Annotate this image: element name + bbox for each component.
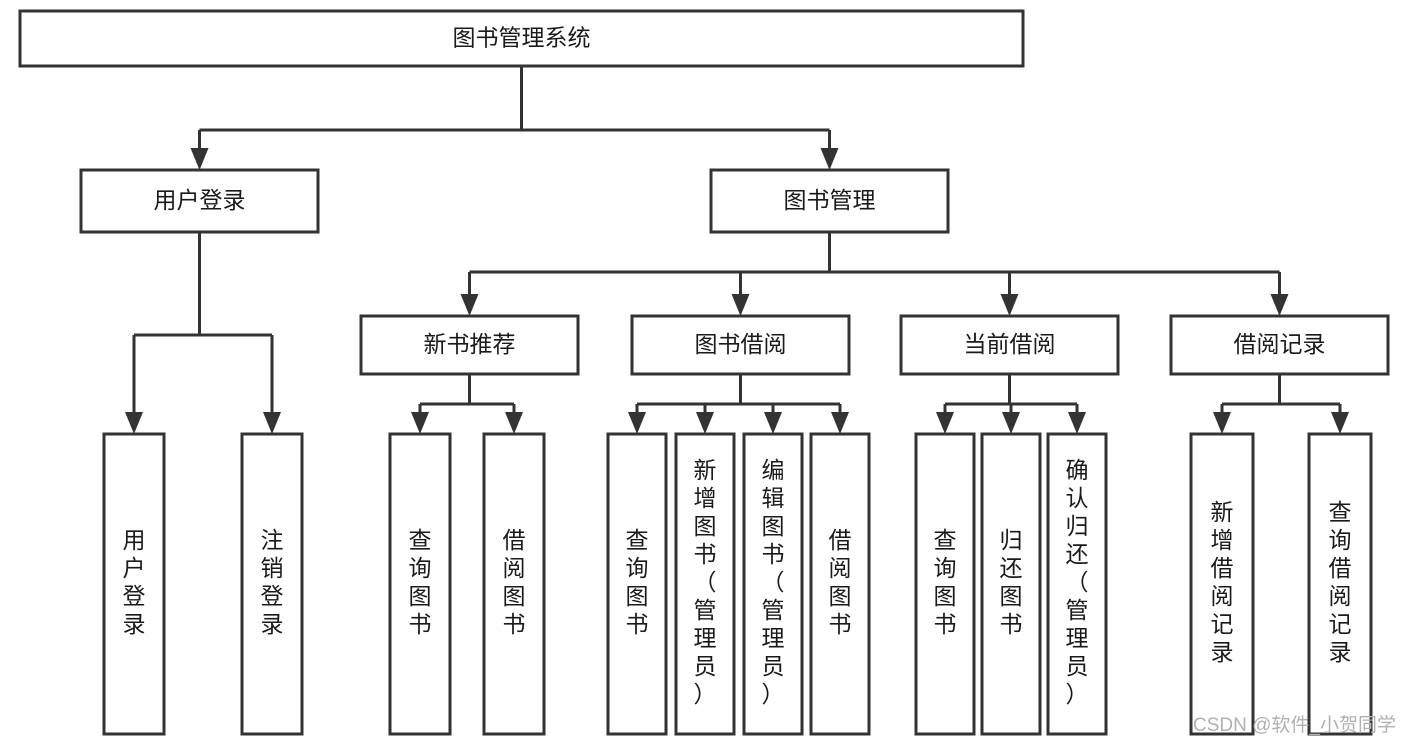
node-label-leaf-query-book-3: 查询图书 bbox=[934, 527, 957, 637]
node-boxes-layer: 图书管理系统用户登录图书管理新书推荐图书借阅当前借阅借阅记录用户登录注销登录查询… bbox=[18, 9, 1390, 736]
node-leaf-query-book-1[interactable]: 查询图书 bbox=[388, 432, 452, 736]
node-label-leaf-add-record: 新增借阅记录 bbox=[1211, 499, 1234, 665]
node-leaf-user-login[interactable]: 用户登录 bbox=[102, 432, 166, 736]
node-label-borrow-record: 借阅记录 bbox=[1234, 331, 1326, 357]
node-box-leaf-confirm-return[interactable] bbox=[1046, 432, 1108, 736]
node-box-leaf-query-record[interactable] bbox=[1307, 432, 1373, 736]
node-label-book-borrow: 图书借阅 bbox=[695, 331, 787, 357]
node-label-leaf-user-login: 用户登录 bbox=[123, 527, 146, 637]
connector-edge-currentborrow-children bbox=[936, 374, 1086, 434]
node-label-book-manage: 图书管理 bbox=[784, 187, 876, 213]
node-label-leaf-edit-book: 编辑图书（管理员） bbox=[762, 457, 785, 707]
node-leaf-query-book-3[interactable]: 查询图书 bbox=[914, 432, 976, 736]
node-label-leaf-borrow-book-2: 借阅图书 bbox=[829, 527, 852, 637]
node-label-user-login: 用户登录 bbox=[154, 187, 246, 213]
node-box-book-borrow[interactable] bbox=[630, 314, 851, 376]
node-book-manage[interactable]: 图书管理 bbox=[709, 168, 950, 234]
node-label-current-borrow: 当前借阅 bbox=[964, 331, 1056, 357]
node-box-book-manage[interactable] bbox=[709, 168, 950, 234]
node-label-leaf-return-book: 归还图书 bbox=[1000, 527, 1023, 637]
node-label-new-book-rec: 新书推荐 bbox=[424, 331, 516, 357]
node-leaf-query-book-2[interactable]: 查询图书 bbox=[606, 432, 668, 736]
node-label-leaf-logout: 注销登录 bbox=[261, 527, 284, 637]
node-box-leaf-query-book-2[interactable] bbox=[606, 432, 668, 736]
node-leaf-add-record[interactable]: 新增借阅记录 bbox=[1189, 432, 1255, 736]
node-label-leaf-confirm-return: 确认归还（管理员） bbox=[1066, 457, 1089, 707]
node-leaf-borrow-book-1[interactable]: 借阅图书 bbox=[482, 432, 546, 736]
node-user-login[interactable]: 用户登录 bbox=[79, 168, 320, 234]
connector-edge-newbook-children bbox=[411, 374, 523, 434]
csdn-watermark: CSDN @软件_小贺同学 bbox=[1193, 714, 1396, 736]
node-box-leaf-return-book[interactable] bbox=[980, 432, 1042, 736]
node-label-leaf-query-book-1: 查询图书 bbox=[409, 527, 432, 637]
connector-edge-borrowrecord-children bbox=[1213, 374, 1349, 434]
node-leaf-query-record[interactable]: 查询借阅记录 bbox=[1307, 432, 1373, 736]
node-book-borrow[interactable]: 图书借阅 bbox=[630, 314, 851, 376]
node-box-leaf-add-book[interactable] bbox=[674, 432, 736, 736]
node-box-leaf-query-book-1[interactable] bbox=[388, 432, 452, 736]
node-box-leaf-user-login[interactable] bbox=[102, 432, 166, 736]
node-label-leaf-query-book-2: 查询图书 bbox=[626, 527, 649, 637]
node-box-current-borrow[interactable] bbox=[899, 314, 1120, 376]
node-leaf-confirm-return[interactable]: 确认归还（管理员） bbox=[1046, 432, 1108, 736]
connector-edge-bookmanage-children bbox=[460, 232, 1289, 316]
node-box-leaf-edit-book[interactable] bbox=[742, 432, 804, 736]
node-leaf-add-book[interactable]: 新增图书（管理员） bbox=[674, 432, 736, 736]
node-new-book-rec[interactable]: 新书推荐 bbox=[359, 314, 580, 376]
node-box-borrow-record[interactable] bbox=[1169, 314, 1390, 376]
node-box-new-book-rec[interactable] bbox=[359, 314, 580, 376]
node-box-leaf-add-record[interactable] bbox=[1189, 432, 1255, 736]
connector-edges-layer bbox=[125, 66, 1349, 434]
node-box-leaf-borrow-book-2[interactable] bbox=[809, 432, 871, 736]
node-box-root[interactable] bbox=[18, 9, 1025, 68]
connector-edge-root-children bbox=[190, 66, 839, 170]
node-leaf-return-book[interactable]: 归还图书 bbox=[980, 432, 1042, 736]
node-current-borrow[interactable]: 当前借阅 bbox=[899, 314, 1120, 376]
node-root[interactable]: 图书管理系统 bbox=[18, 9, 1025, 68]
connector-edge-bookborrow-children bbox=[628, 374, 849, 434]
node-leaf-logout[interactable]: 注销登录 bbox=[240, 432, 304, 736]
node-borrow-record[interactable]: 借阅记录 bbox=[1169, 314, 1390, 376]
node-label-leaf-borrow-book-1: 借阅图书 bbox=[503, 527, 526, 637]
node-label-leaf-query-record: 查询借阅记录 bbox=[1329, 499, 1352, 665]
node-box-leaf-borrow-book-1[interactable] bbox=[482, 432, 546, 736]
node-box-leaf-query-book-3[interactable] bbox=[914, 432, 976, 736]
node-box-leaf-logout[interactable] bbox=[240, 432, 304, 736]
connector-edge-userlogin-children bbox=[125, 232, 281, 434]
node-box-user-login[interactable] bbox=[79, 168, 320, 234]
node-leaf-borrow-book-2[interactable]: 借阅图书 bbox=[809, 432, 871, 736]
node-label-root: 图书管理系统 bbox=[453, 25, 591, 51]
node-label-leaf-add-book: 新增图书（管理员） bbox=[694, 457, 717, 707]
node-leaf-edit-book[interactable]: 编辑图书（管理员） bbox=[742, 432, 804, 736]
